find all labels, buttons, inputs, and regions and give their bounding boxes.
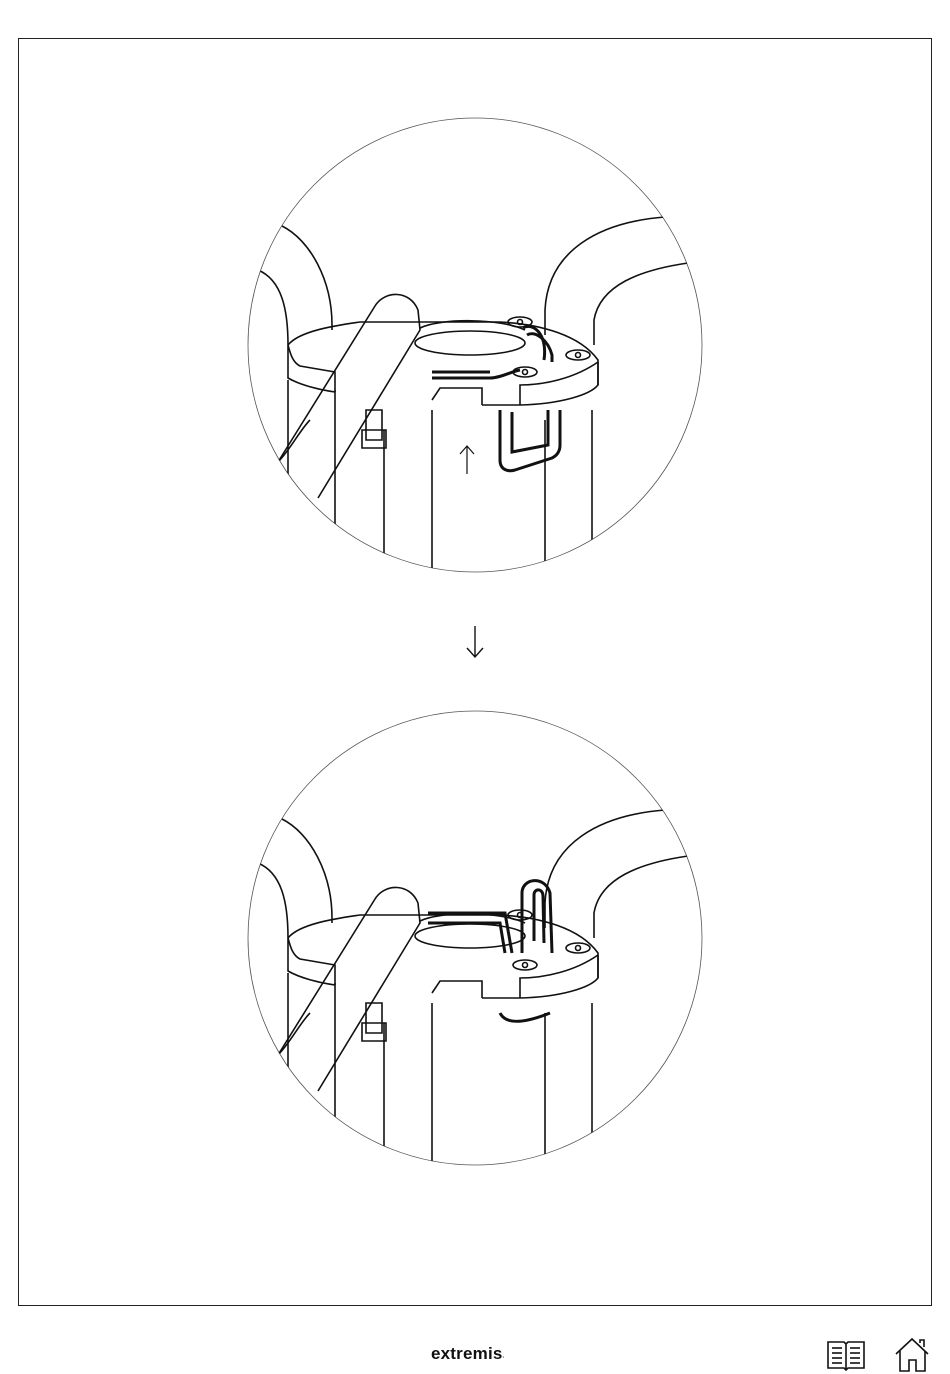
brand-name: extremis xyxy=(431,1344,503,1363)
brand-mark: · xyxy=(503,1355,505,1361)
up-arrow-icon xyxy=(460,446,474,474)
detail-after xyxy=(258,810,688,1293)
brand-logo: extremis· xyxy=(431,1344,505,1364)
home-icon xyxy=(892,1334,936,1374)
open-book-icon xyxy=(824,1334,868,1374)
manual-button[interactable] xyxy=(824,1334,868,1374)
home-button[interactable] xyxy=(892,1334,936,1374)
detail-before xyxy=(258,217,688,700)
detail-circle-bottom xyxy=(248,711,702,1165)
step-down-arrow-icon xyxy=(467,626,483,657)
detail-circle-top xyxy=(248,118,702,572)
